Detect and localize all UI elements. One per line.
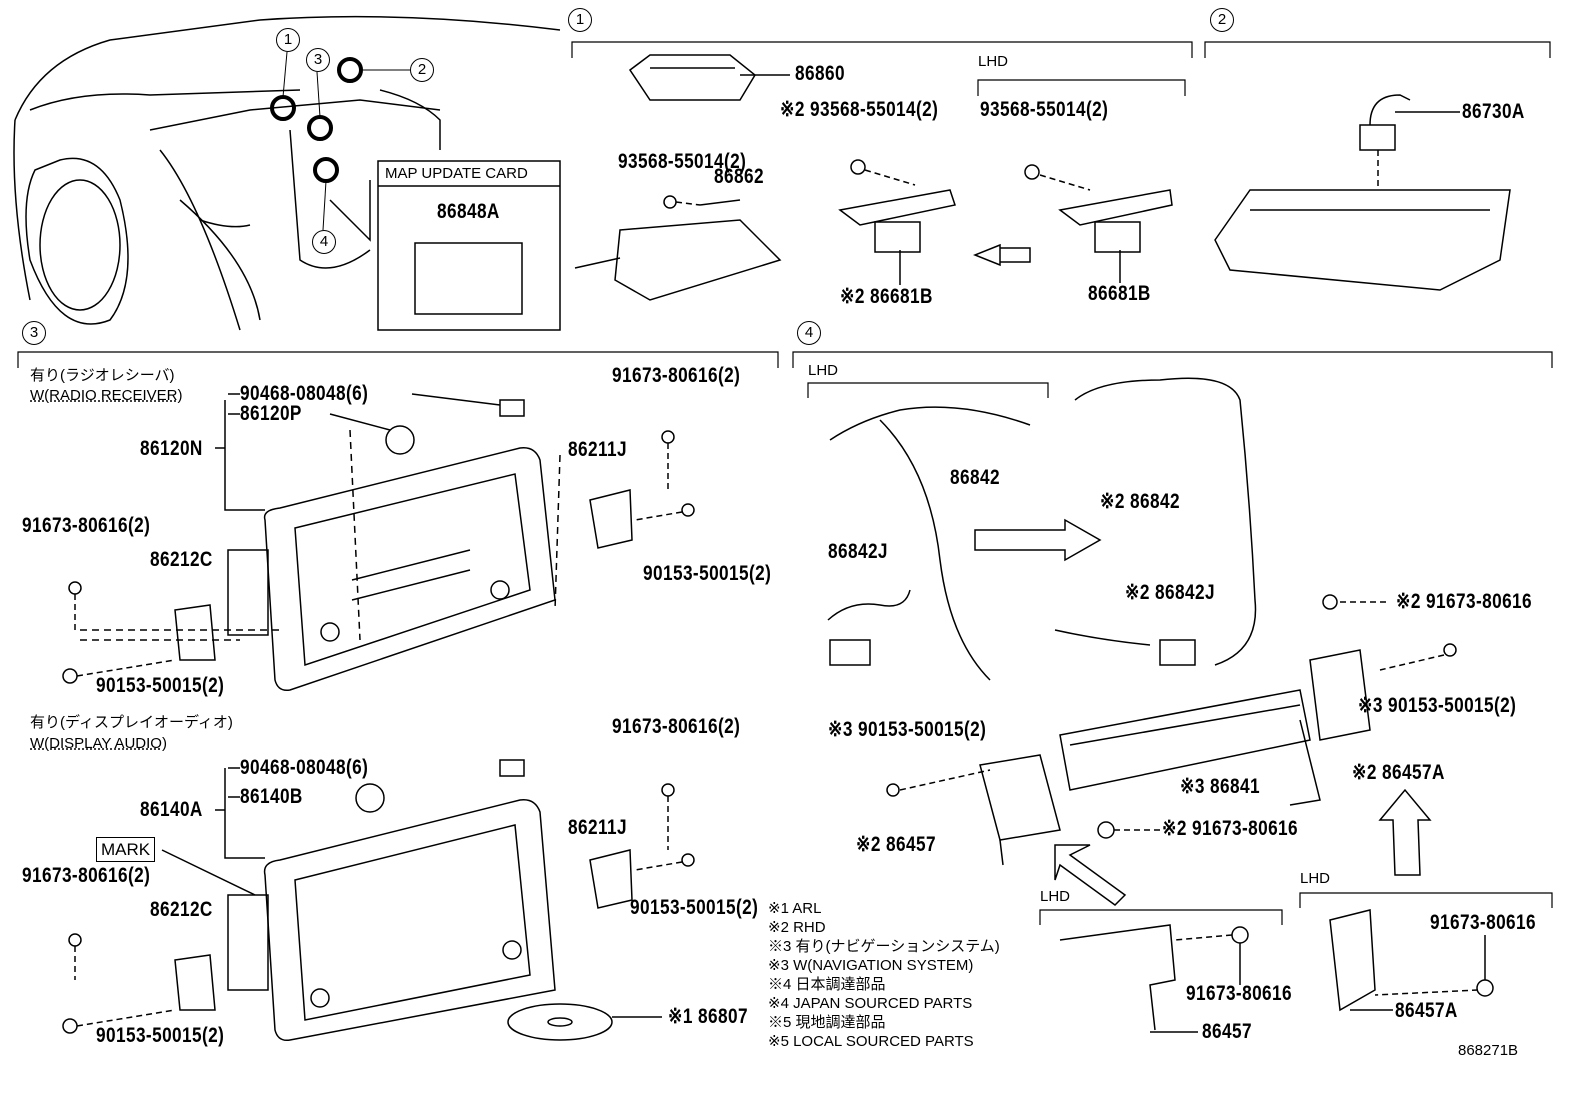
part-label: 86848A — [437, 200, 500, 223]
radio-receiver-unit — [62, 393, 695, 692]
part-label: ※2 86457 — [856, 833, 936, 856]
mark-label: MARK — [96, 837, 156, 862]
variant-label-en: W(RADIO RECEIVER) — [30, 387, 183, 404]
part-label: 90153-50015(2) — [630, 896, 759, 919]
part-label: ※2 91673-80616 — [1162, 817, 1299, 840]
map-card-title: MAP UPDATE CARD — [385, 165, 528, 182]
note: ※4 JAPAN SOURCED PARTS — [768, 995, 973, 1012]
part-label: 90153-50015(2) — [96, 1024, 225, 1047]
part-label: 91673-80616(2) — [612, 715, 741, 738]
part-label: ※2 93568-55014(2) — [780, 98, 939, 121]
note: ※5 現地調達部品 — [768, 1014, 886, 1031]
part-label: 86730A — [1462, 100, 1525, 123]
part-label: ※2 86457A — [1352, 761, 1445, 784]
note: ※4 日本調達部品 — [768, 976, 886, 993]
variant-label-jp: 有り(ラジオレシーバ) — [30, 367, 175, 384]
part-label: ※2 86842J — [1125, 581, 1215, 604]
vehicle-callout-1: 1 — [276, 28, 300, 52]
part-label: 86120P — [240, 402, 302, 425]
part-label: ※2 91673-80616 — [1396, 590, 1533, 613]
part-label: ※2 86842 — [1100, 490, 1180, 513]
callout-3: 3 — [22, 321, 46, 345]
part-label: 91673-80616 — [1430, 911, 1537, 934]
part-label: 90153-50015(2) — [643, 562, 772, 585]
notes-legend: ※1 ARL ※2 RHD ※3 有り(ナビゲーションシステム) ※3 W(NA… — [768, 899, 1000, 1051]
part-label: 86457 — [1202, 1020, 1252, 1043]
part-label: ※3 90153-50015(2) — [1358, 694, 1517, 717]
part-label: 86211J — [568, 816, 627, 839]
part-label: 86120N — [140, 437, 203, 460]
lhd-label: LHD — [808, 362, 839, 379]
note: ※5 LOCAL SOURCED PARTS — [768, 1033, 974, 1050]
note: ※3 W(NAVIGATION SYSTEM) — [768, 957, 974, 974]
part-label: 93568-55014(2) — [980, 98, 1109, 121]
vehicle-illustration — [13, 15, 561, 331]
part-label: 90153-50015(2) — [96, 674, 225, 697]
lhd-label: LHD — [1040, 888, 1071, 905]
part-label: 90468-08048(6) — [240, 382, 369, 405]
part-label: 86842 — [950, 466, 1000, 489]
section2-parts — [1214, 94, 1511, 291]
part-label: 90468-08048(6) — [240, 756, 369, 779]
part-label: 86140B — [240, 785, 303, 808]
part-label: 91673-80616(2) — [22, 864, 151, 887]
note: ※2 RHD — [768, 919, 826, 936]
part-label: ※2 86681B — [840, 285, 933, 308]
callout-2: 2 — [1210, 8, 1234, 32]
part-label: 86211J — [568, 438, 627, 461]
part-label: 86457A — [1395, 999, 1458, 1022]
variant-label-jp: 有り(ディスプレイオーディオ) — [30, 714, 233, 731]
part-label: 86212C — [150, 898, 213, 921]
part-label: 91673-80616 — [1186, 982, 1293, 1005]
part-label: 91673-80616(2) — [22, 514, 151, 537]
part-label: 91673-80616(2) — [612, 364, 741, 387]
part-label: 86860 — [795, 62, 845, 85]
part-label: 86681B — [1088, 282, 1151, 305]
part-label: ※3 90153-50015(2) — [828, 718, 987, 741]
note: ※3 有り(ナビゲーションシステム) — [768, 938, 1000, 955]
navigation-parts — [827, 377, 1494, 1033]
part-label: 86140A — [140, 798, 203, 821]
part-label: 86862 — [714, 165, 764, 188]
vehicle-callout-4: 4 — [312, 230, 336, 254]
section-brackets — [17, 41, 1553, 925]
part-label: 86212C — [150, 548, 213, 571]
vehicle-callout-2: 2 — [410, 58, 434, 82]
location-markers — [270, 57, 363, 183]
note: ※1 ARL — [768, 900, 822, 917]
map-card-box — [377, 160, 561, 331]
section1-parts — [574, 54, 1173, 301]
display-audio-unit — [62, 759, 695, 1042]
diagram-id: 868271B — [1458, 1042, 1519, 1059]
callout-4: 4 — [797, 321, 821, 345]
vehicle-callout-3: 3 — [306, 48, 330, 72]
part-label: ※1 86807 — [668, 1005, 748, 1028]
lhd-label: LHD — [978, 53, 1009, 70]
lhd-label: LHD — [1300, 870, 1331, 887]
variant-label-en: W(DISPLAY AUDIO) — [30, 735, 167, 752]
part-label: 93568-55014(2) — [618, 150, 747, 173]
part-label: ※3 86841 — [1180, 775, 1260, 798]
callout-1: 1 — [568, 8, 592, 32]
part-label: 86842J — [828, 540, 888, 563]
